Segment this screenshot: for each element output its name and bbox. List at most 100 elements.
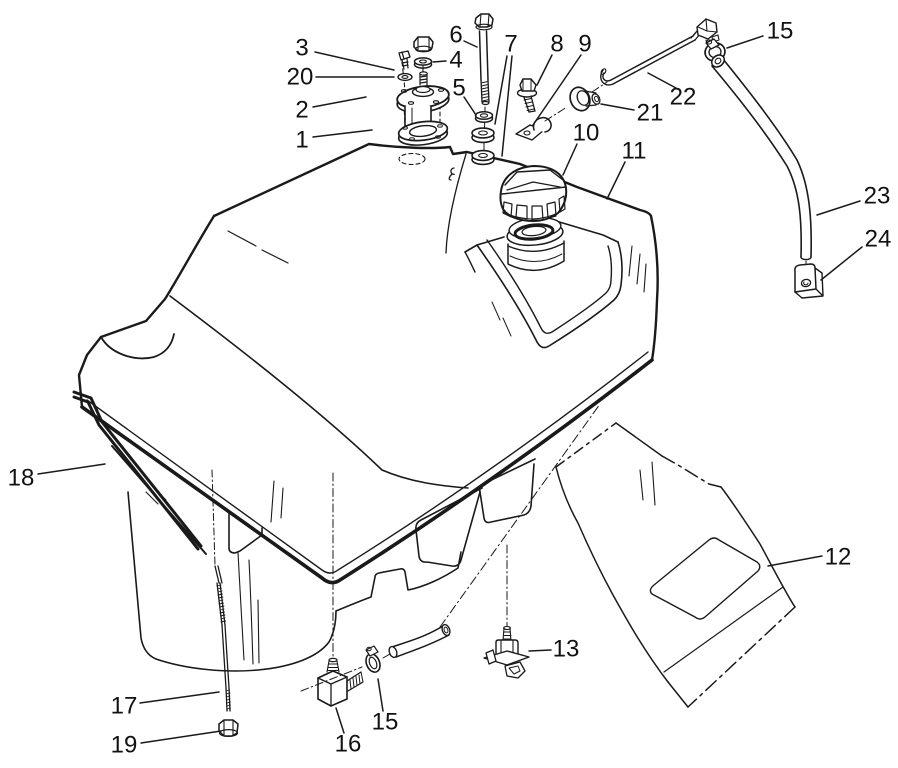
- callout-label-15: 15: [767, 18, 794, 45]
- cap-knurling-stroke: [502, 201, 513, 218]
- callout-label-12: 12: [825, 544, 852, 571]
- grommet-21: [544, 81, 608, 122]
- elbow-fitting-16-stroke: [326, 660, 340, 673]
- fuel-tank-lower-shell-stroke: [237, 551, 260, 665]
- small-hook-clip: [448, 167, 455, 181]
- callout-leader-7: [501, 55, 513, 157]
- gasket-ring-1-stroke: [402, 126, 408, 130]
- hose-clamp-bottom-stroke: [300, 666, 363, 692]
- cap-knurling-stroke: [515, 204, 528, 220]
- hex-nut-19: [218, 719, 239, 737]
- shutoff-valve-13-stroke: [508, 665, 521, 675]
- callout-leader-23: [816, 200, 861, 216]
- hex-nut-stroke: [413, 36, 434, 52]
- filler-well-stroke: [555, 220, 619, 243]
- callout-leader-21: [600, 103, 635, 111]
- gasket-ring-1-stroke: [435, 135, 441, 139]
- hex-nut-stroke: [414, 45, 433, 53]
- trim-strip-stroke: [72, 390, 203, 548]
- washer-4-stroke: [419, 59, 427, 64]
- cover-panel-12-stroke: [661, 455, 722, 488]
- grommet-21-stroke: [576, 90, 590, 106]
- callout-label-6: 6: [449, 22, 462, 49]
- callout-label-18: 18: [8, 465, 35, 492]
- clamp-bracket-24-stroke: [794, 267, 824, 299]
- hose-clamp-top: [704, 38, 726, 62]
- fuel-tank-upper-shell-stroke: [99, 214, 216, 339]
- washer-20-stroke: [397, 72, 413, 82]
- grommet-21-stroke: [544, 106, 568, 122]
- shutoff-valve-13-stroke: [502, 627, 512, 642]
- washer-5a-stroke: [479, 113, 489, 118]
- sender-flange-2-stroke: [407, 101, 415, 105]
- short-hose-stroke: [441, 623, 451, 637]
- fuel-gauge-sender-stroke: [419, 71, 428, 76]
- fuel-hose-23-stroke: [800, 256, 812, 261]
- callout-label-17: 17: [111, 693, 138, 720]
- washer-20: [397, 72, 413, 82]
- cover-panel-12: [555, 422, 796, 708]
- fuel-tank-lower-shell-stroke: [479, 458, 536, 524]
- callout-leader-3: [314, 51, 395, 71]
- elbow-fitting-16-stroke: [317, 670, 348, 707]
- rod-17-stroke: [216, 584, 226, 623]
- washer-5a: [474, 110, 494, 124]
- cover-panel-12-stroke: [720, 486, 796, 608]
- callout-leader-17: [139, 691, 220, 704]
- screw-8: [516, 78, 538, 113]
- fuel-tank-upper-shell-stroke: [212, 142, 653, 218]
- short-hose: [388, 403, 601, 659]
- cap-knurling-stroke: [531, 205, 544, 221]
- callout-leader-22: [647, 72, 677, 89]
- callout-label-9: 9: [578, 31, 591, 58]
- callout-label-20: 20: [287, 64, 314, 91]
- fuel-tank-upper-shell-stroke: [445, 153, 467, 254]
- fuel-pickup-tube-stroke: [600, 68, 607, 75]
- cover-panel-12-stroke: [615, 422, 663, 457]
- gasket-ring-1-stroke: [437, 124, 443, 128]
- callout-leader-9: [532, 54, 582, 126]
- washer-4: [413, 57, 433, 69]
- callout-leader-5: [463, 96, 477, 116]
- clamp-bracket-24-stroke: [803, 281, 809, 286]
- shutoff-valve-13-stroke: [485, 649, 497, 665]
- screw-3-stroke: [398, 50, 411, 61]
- callout-label-7: 7: [504, 31, 517, 58]
- fuel-tank-lower-shell: [127, 458, 656, 672]
- elbow-fitting-16-stroke: [346, 671, 364, 692]
- washer-5b: [471, 127, 495, 144]
- fuel-pickup-tube-stroke: [610, 35, 696, 85]
- callout-leader-8: [536, 54, 553, 86]
- fuel-tank-lower-shell-stroke: [415, 487, 483, 567]
- cover-panel-12-stroke: [687, 606, 796, 708]
- screw-3: [398, 50, 411, 70]
- fuel-tank-upper-shell-stroke: [628, 245, 647, 293]
- callout-label-23: 23: [864, 183, 891, 210]
- cover-panel-12-stroke: [555, 466, 669, 683]
- fuel-tank-lower-shell-stroke: [639, 461, 656, 506]
- callout-label-19: 19: [111, 732, 138, 759]
- fuel-tank-lower-shell-stroke: [127, 491, 337, 672]
- rod-17: [211, 469, 231, 712]
- callout-label-16: 16: [335, 731, 362, 758]
- fuel-tank-upper-shell: [77, 142, 659, 585]
- screw-8-stroke: [522, 78, 532, 91]
- callout-label-22: 22: [670, 84, 697, 111]
- elbow-fitting-16-stroke: [349, 671, 364, 690]
- rod-17-stroke: [214, 565, 223, 584]
- callout-label-4: 4: [449, 47, 462, 74]
- hex-nut: [413, 36, 434, 53]
- clamp-bracket-24-stroke: [794, 263, 817, 293]
- filler-neck-stroke: [509, 253, 563, 262]
- fuel-tank-upper-shell-stroke: [227, 230, 289, 264]
- grommet-21-stroke: [594, 95, 599, 103]
- callout-leader-15b: [377, 678, 384, 712]
- fuel-cap-stroke: [504, 169, 564, 186]
- sender-flange-2-stroke: [432, 100, 440, 104]
- fuel-tank-lower-shell-stroke: [335, 551, 462, 612]
- fuel-tank-upper-shell-stroke: [86, 351, 649, 574]
- fuel-tank-upper-shell-stroke: [398, 152, 426, 166]
- shutoff-valve-13: [483, 544, 530, 679]
